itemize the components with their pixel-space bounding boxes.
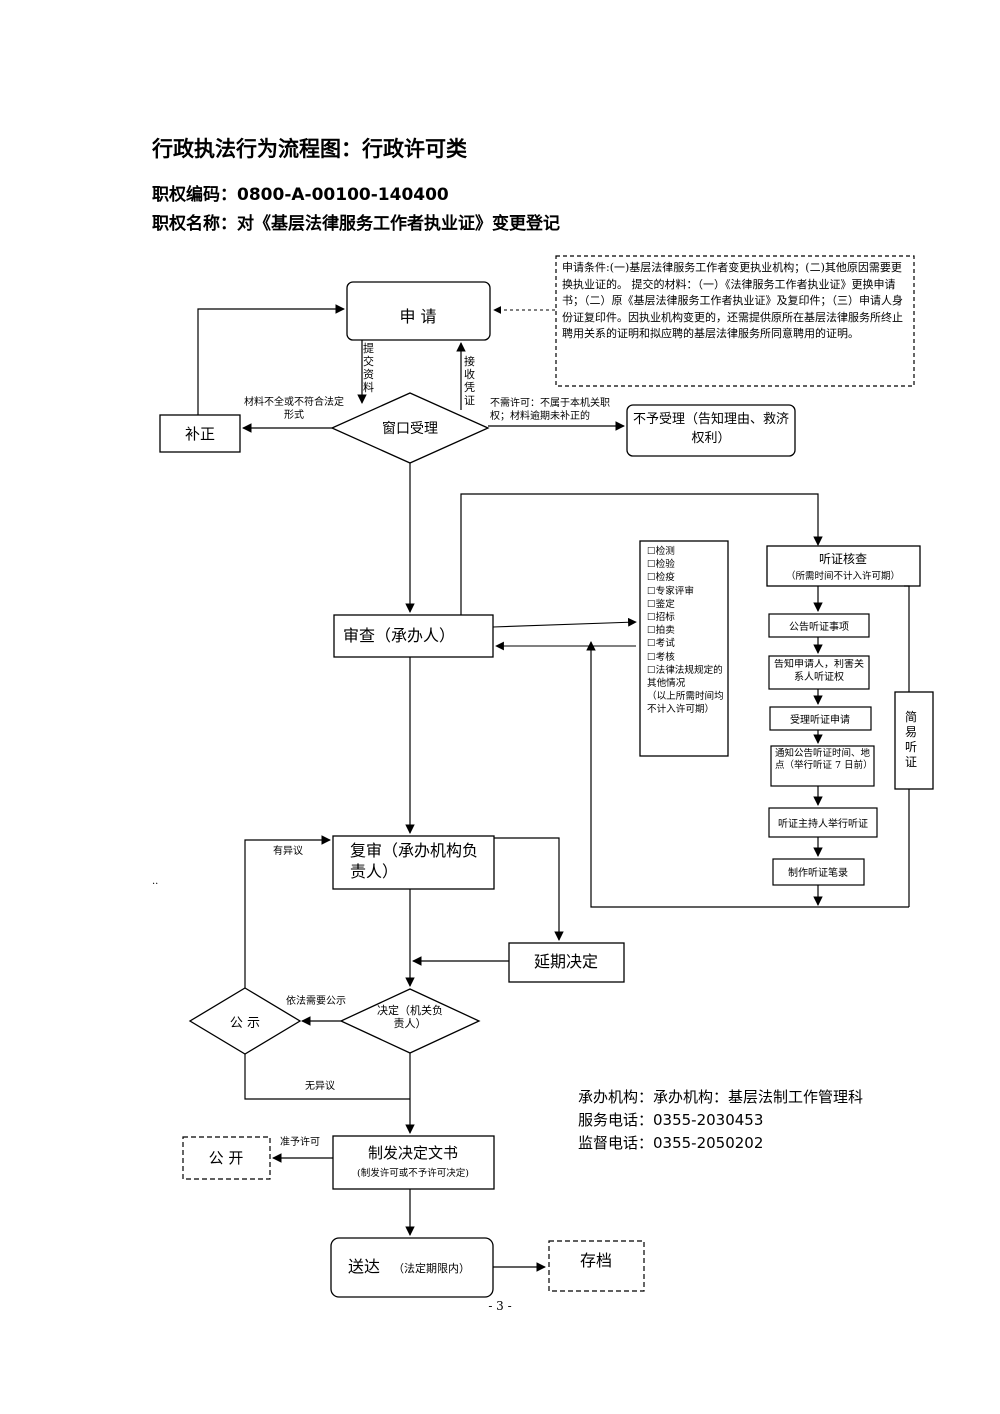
publicity-label: 公 示 (230, 1016, 260, 1031)
grant-label: 准予许可 (280, 1136, 320, 1148)
simple-hearing-label: 简易听证 (905, 710, 918, 769)
procedure-item: ☐专家评审 (647, 585, 694, 597)
procedure-item: ☐检测 (647, 546, 675, 557)
procedure-item: ☐鉴定 (647, 598, 675, 610)
incomplete-label: 材料不全或不符合法定形式 (244, 397, 344, 421)
procedure-item: ☐考核 (647, 651, 675, 663)
hearing-title: 听证核查 (819, 552, 867, 566)
procedures-box (639, 540, 729, 757)
issue-label: 制发决定文书 (368, 1144, 458, 1162)
correct-node (159, 414, 241, 453)
hearing-step-3 (769, 706, 872, 731)
deliver-sub-label: （法定期限内） (393, 1261, 470, 1275)
procedure-item: ☐招标 (647, 612, 675, 624)
need-public-label: 依法需要公示 (286, 994, 346, 1007)
window-accept-label: 窗口受理 (382, 420, 438, 437)
hearing-step-4-label: 通知公告听证时间、地点（举行听证 7 日前） (775, 748, 870, 771)
procedure-item: ☐法律法规规定的其他情况 (647, 664, 723, 690)
procedure-item: ☐检验 (647, 559, 675, 571)
apply-label: 申 请 (399, 307, 436, 326)
hearing-step-5-label: 听证主持人举行听证 (778, 817, 868, 830)
correct-label: 补正 (185, 425, 215, 443)
review-label: 审查（承办人） (343, 626, 455, 645)
conditions-note: 申请条件:(一)基层法律服务工作者变更执业机构；(二)其他原因需要更换执业证的。… (562, 261, 903, 340)
receipt-label: 接收凭证 (464, 355, 475, 407)
hearing-step-4 (770, 745, 875, 787)
hearing-title-node (766, 545, 921, 587)
apply-node (346, 281, 491, 341)
not-accept-label: 不需许可：不属于本机关职权；材料逾期未补正的 (490, 398, 610, 422)
hearing-title-sub: （所需时间不计入许可期） (786, 570, 900, 582)
hearing-step-2-label: 告知申请人，利害关系人听证权 (774, 659, 864, 683)
org-line: 承办机构：承办机构：基层法制工作管理科 (578, 1088, 864, 1106)
submit-label: 提交资料 (363, 342, 374, 394)
archive-label: 存档 (580, 1251, 612, 1270)
hearing-step-5 (768, 807, 878, 838)
footer-info: 承办机构：承办机构：基层法制工作管理科 服务电话：0355-2030453 监督… (578, 1086, 908, 1155)
delay-label: 延期决定 (534, 952, 598, 971)
open-label: 公 开 (209, 1149, 244, 1167)
issue-node (332, 1135, 495, 1190)
hearing-step-2 (768, 655, 870, 690)
recheck-label: 复审（承办机构负责人） (350, 841, 479, 881)
hearing-step-1-label: 公告听证事项 (789, 620, 849, 633)
procedure-item: ☐拍卖 (647, 625, 675, 637)
objection-label: 有异议 (273, 844, 303, 857)
procedures-list: ☐检测 ☐检验☐检疫☐专家评审☐鉴定 ☐招标☐拍卖☐考试☐考核☐法律法规规定的其他情… (647, 545, 725, 717)
procedure-item: ☐考试 (647, 638, 675, 650)
hearing-step-3-label: 受理听证申请 (790, 713, 850, 726)
procedure-item: （以上所需时间均不计入许可期） (647, 691, 724, 716)
procedure-item: ☐检疫 (647, 572, 675, 584)
issue-sub-label: (制发许可或不予许可决定) (357, 1167, 469, 1179)
supervise-phone: 监督电话：0355-2050202 (578, 1134, 764, 1152)
hearing-step-1 (768, 613, 870, 638)
service-phone: 服务电话：0355-2030453 (578, 1111, 764, 1129)
decide-label: 决定（机关负责人） (377, 1004, 443, 1030)
stray-mark: .. (152, 876, 158, 887)
open-node (182, 1136, 271, 1180)
recheck-node (332, 835, 495, 890)
no-objection-label: 无异议 (305, 1080, 335, 1092)
archive-node (548, 1240, 645, 1292)
deliver-label: 送达 (348, 1257, 380, 1276)
hearing-step-6-label: 制作听证笔录 (788, 866, 848, 879)
reject-label: 不予受理（告知理由、救济权利） (633, 412, 789, 446)
review-node (333, 614, 494, 658)
delay-node (508, 942, 625, 983)
simple-hearing-node (894, 691, 934, 790)
hearing-step-6 (772, 858, 865, 886)
reject-node (626, 404, 796, 457)
page-number: - 3 - (488, 1299, 512, 1313)
authority-name: 职权名称：对《基层法律服务工作者执业证》变更登记 (152, 214, 560, 234)
conditions-box (555, 255, 915, 387)
page-title: 行政执法行为流程图：行政许可类 (152, 137, 467, 161)
authority-code: 职权编码：0800-A-00100-140400 (152, 185, 449, 205)
